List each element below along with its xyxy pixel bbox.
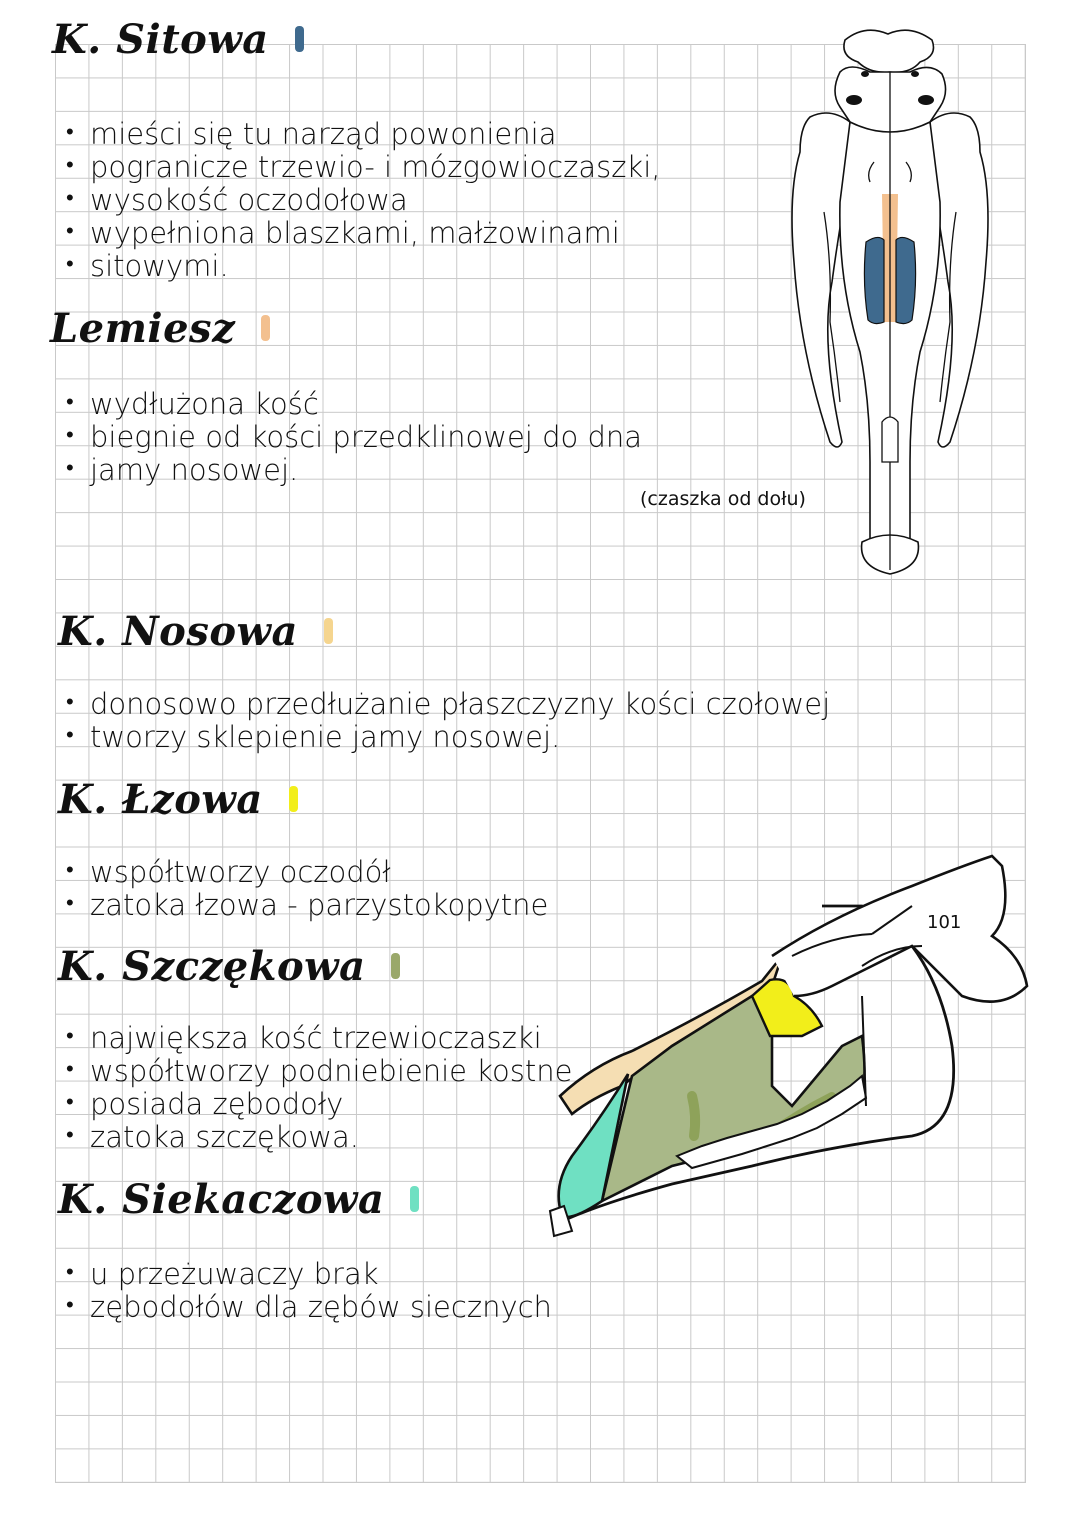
color-swatch-nosowa — [323, 618, 333, 644]
figure-caption-ventral: (czaszka od dołu) — [640, 488, 806, 510]
heading-lemiesz: Lemiesz — [50, 305, 271, 352]
bullet-item: współtworzy podniebienie kostne — [62, 1053, 572, 1088]
bullet-item: pogranicze trzewio- i mózgowioczaszki, — [62, 149, 661, 184]
ventral-skull-illustration — [791, 29, 989, 575]
bullets-lzowa: współtworzy oczodół zatoka łzowa - parzy… — [62, 854, 548, 922]
nasal-bone-highlight — [558, 955, 784, 1116]
heading-szczekowa: K. Szczękowa — [58, 943, 401, 990]
bullet-item: biegnie od kości przedklinowej do dna — [62, 419, 642, 454]
heading-nosowa: K. Nosowa — [58, 610, 333, 654]
bullet-item: wypełniona blaszkami, małżowinami — [62, 215, 661, 250]
heading-text: K. Łzowa — [58, 776, 263, 823]
color-swatch-lzowa — [288, 786, 298, 812]
bullet-continuation: wysokość oczodołowa — [62, 182, 661, 217]
bullet-item: posiada zębodoły — [62, 1086, 572, 1121]
bullet-continuation: sitowymi. — [62, 248, 661, 283]
bullet-item: wydłużona kość — [62, 386, 642, 421]
color-swatch-siekaczowa — [410, 1186, 420, 1212]
color-swatch-lemiesz — [261, 315, 271, 341]
incisive-highlight — [557, 1073, 630, 1219]
bullets-szczekowa: największa kość trzewioczaszki współtwor… — [62, 1020, 572, 1154]
heading-text: Lemiesz — [50, 305, 236, 352]
color-swatch-sitowa — [294, 26, 304, 52]
bullet-item: u przeżuwaczy brak — [62, 1256, 552, 1291]
ethmoid-highlight — [863, 236, 917, 325]
bullets-nosowa: donosowo przedłużanie płaszczyzny kości … — [62, 686, 830, 754]
heading-text: K. Sitowa — [52, 16, 269, 63]
bullet-continuation: zębodołów dla zębów siecznych — [62, 1289, 552, 1324]
orbit-label: 101 — [927, 912, 961, 933]
bullet-item: największa kość trzewioczaszki — [62, 1020, 572, 1055]
bullet-continuation: jamy nosowej. — [62, 452, 642, 487]
bullet-item: współtworzy oczodół — [62, 854, 548, 889]
color-swatch-szczekowa — [391, 953, 401, 979]
bullet-item: zatoka szczękowa. — [62, 1119, 572, 1154]
bullet-item: donosowo przedłużanie płaszczyzny kości … — [62, 686, 830, 721]
heading-text: K. Nosowa — [58, 608, 298, 655]
bullet-item: tworzy sklepienie jamy nosowej. — [62, 719, 830, 754]
heading-text: K. Siekaczowa — [58, 1176, 385, 1223]
bullets-lemiesz: wydłużona kość biegnie od kości przedkli… — [62, 386, 642, 487]
bullets-siekaczowa: u przeżuwaczy brak zębodołów dla zębów s… — [62, 1256, 552, 1324]
heading-sitowa: K. Sitowa — [52, 18, 304, 62]
bullet-item: mieści się tu narząd powonienia — [62, 116, 661, 151]
heading-text: K. Szczękowa — [58, 943, 366, 990]
bullets-sitowa: mieści się tu narząd powonienia pogranic… — [62, 116, 661, 283]
lateral-skull-illustration: 101 — [548, 854, 1029, 1238]
heading-siekaczowa: K. Siekaczowa — [58, 1176, 420, 1223]
bullet-item: zatoka łzowa - parzystokopytne — [62, 887, 548, 922]
heading-lzowa: K. Łzowa — [58, 778, 298, 822]
